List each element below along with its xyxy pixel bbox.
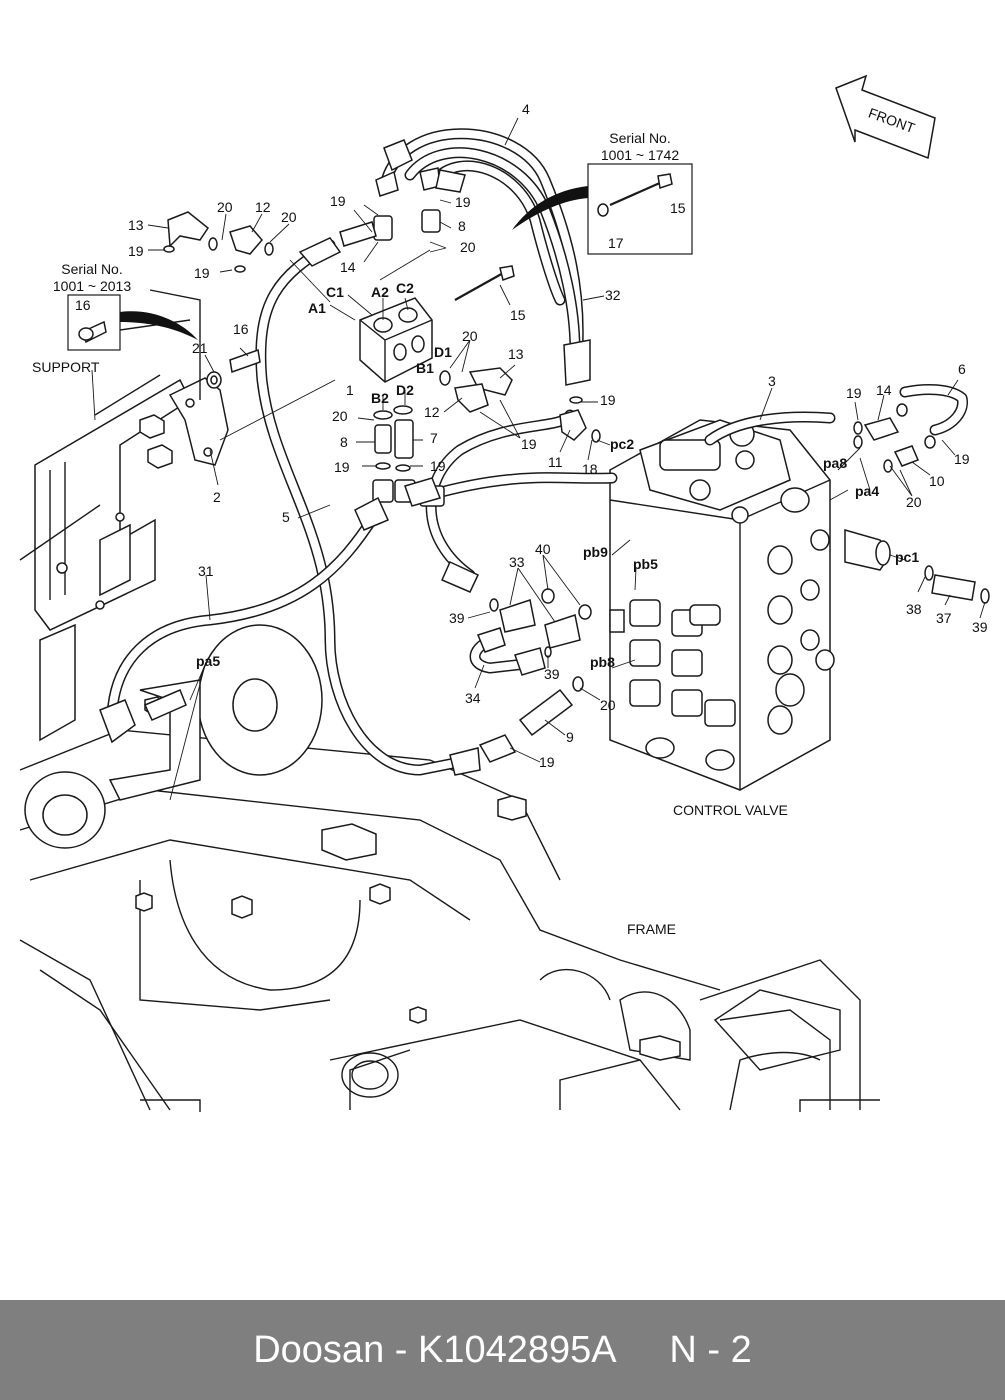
item-2: 2 xyxy=(213,489,221,505)
item-5: 5 xyxy=(282,509,290,525)
port-b2: B2 xyxy=(371,390,389,406)
item-31: 31 xyxy=(198,563,214,579)
port-c1: C1 xyxy=(326,284,344,300)
item-8: 8 xyxy=(458,218,466,234)
item-37: 37 xyxy=(936,610,952,626)
item-19: 19 xyxy=(430,458,446,474)
serial-left-range: 1001 ~ 2013 xyxy=(53,278,131,294)
item-20: 20 xyxy=(281,209,297,225)
item-4: 4 xyxy=(522,101,530,117)
item-1: 1 xyxy=(346,382,354,398)
item-19: 19 xyxy=(954,451,970,467)
port-b1: B1 xyxy=(416,360,434,376)
port-pc2: pc2 xyxy=(610,436,634,452)
footer-separator xyxy=(407,1329,418,1372)
item-12: 12 xyxy=(424,404,440,420)
item-7: 7 xyxy=(430,430,438,446)
leader-lines xyxy=(91,117,986,801)
item-13: 13 xyxy=(508,346,524,362)
item-14: 14 xyxy=(340,259,356,275)
item-15: 15 xyxy=(510,307,526,323)
frame-caption: FRAME xyxy=(627,921,676,937)
item-13: 13 xyxy=(128,217,144,233)
item-12: 12 xyxy=(255,199,271,215)
item-19: 19 xyxy=(194,265,210,281)
item-14: 14 xyxy=(876,382,892,398)
port-pb9: pb9 xyxy=(583,544,608,560)
port-d2: D2 xyxy=(396,382,414,398)
item-33: 33 xyxy=(509,554,525,570)
item-labels: 4 19 19 8 20 14 13 19 20 12 20 19 16 SUP… xyxy=(32,101,988,937)
item-20: 20 xyxy=(217,199,233,215)
item-3: 3 xyxy=(768,373,776,389)
port-a2: A2 xyxy=(371,284,389,300)
port-pa8: pa8 xyxy=(823,455,847,471)
item-19: 19 xyxy=(330,193,346,209)
fittings xyxy=(99,139,990,776)
support-bracket xyxy=(19,289,229,742)
item-20: 20 xyxy=(600,697,616,713)
port-pa5: pa5 xyxy=(196,653,220,669)
item-19: 19 xyxy=(334,459,350,475)
item-19: 19 xyxy=(600,392,616,408)
footer-separator xyxy=(384,1329,395,1372)
footer-dash: - xyxy=(394,1328,408,1371)
item-20: 20 xyxy=(462,328,478,344)
item-34: 34 xyxy=(465,690,481,706)
port-a1: A1 xyxy=(308,300,326,316)
item-10: 10 xyxy=(929,473,945,489)
item-18: 18 xyxy=(582,461,598,477)
parts-diagram: Serial No. 1001 ~ 1742 Serial No. 1001 ~… xyxy=(19,74,990,1112)
serial-box-right: Serial No. 1001 ~ 1742 xyxy=(512,130,693,255)
item-11: 11 xyxy=(548,454,563,470)
item-8: 8 xyxy=(340,434,348,450)
item-20: 20 xyxy=(332,408,348,424)
serial-right-range: 1001 ~ 1742 xyxy=(601,147,679,163)
item-19: 19 xyxy=(128,243,144,259)
port-c2: C2 xyxy=(396,280,414,296)
item-20: 20 xyxy=(906,494,922,510)
item-15: 15 xyxy=(670,200,686,216)
port-pa4: pa4 xyxy=(855,483,879,499)
item-20: 20 xyxy=(460,239,476,255)
front-arrow: FRONT xyxy=(835,74,936,160)
frame-drawing xyxy=(19,624,880,1112)
footer-bar: Doosan - K1042895A N - 2 xyxy=(0,1300,1005,1400)
pa5-bracket xyxy=(108,679,201,801)
port-pb8: pb8 xyxy=(590,654,615,670)
item-17: 17 xyxy=(608,235,624,251)
item-9: 9 xyxy=(566,729,574,745)
item-16: 16 xyxy=(233,321,249,337)
item-38: 38 xyxy=(906,601,922,617)
item-39: 39 xyxy=(972,619,988,635)
item-39: 39 xyxy=(544,666,560,682)
control-valve-caption: CONTROL VALVE xyxy=(673,802,788,818)
port-pb5: pb5 xyxy=(633,556,658,572)
item-19: 19 xyxy=(455,194,471,210)
footer-part-number: K1042895A xyxy=(417,1328,617,1371)
item-19: 19 xyxy=(846,385,862,401)
item-6: 6 xyxy=(958,361,966,377)
port-pc1: pc1 xyxy=(895,549,919,565)
valve-sections xyxy=(609,487,835,771)
serial-box-left: Serial No. 1001 ~ 2013 xyxy=(53,261,198,351)
item-19: 19 xyxy=(539,754,555,770)
item-39: 39 xyxy=(449,610,465,626)
serial-right-title: Serial No. xyxy=(609,130,670,146)
footer-gap xyxy=(617,1329,670,1372)
footer-brand: Doosan xyxy=(253,1328,385,1371)
item-19: 19 xyxy=(521,436,537,452)
port-d1: D1 xyxy=(434,344,452,360)
footer-page: N - 2 xyxy=(669,1328,752,1371)
serial-left-title: Serial No. xyxy=(61,261,122,277)
item-40: 40 xyxy=(535,541,551,557)
item-16: 16 xyxy=(75,297,91,313)
control-valve xyxy=(609,419,891,791)
item-21: 21 xyxy=(192,340,208,356)
item-32: 32 xyxy=(605,287,621,303)
support-caption: SUPPORT xyxy=(32,359,100,375)
